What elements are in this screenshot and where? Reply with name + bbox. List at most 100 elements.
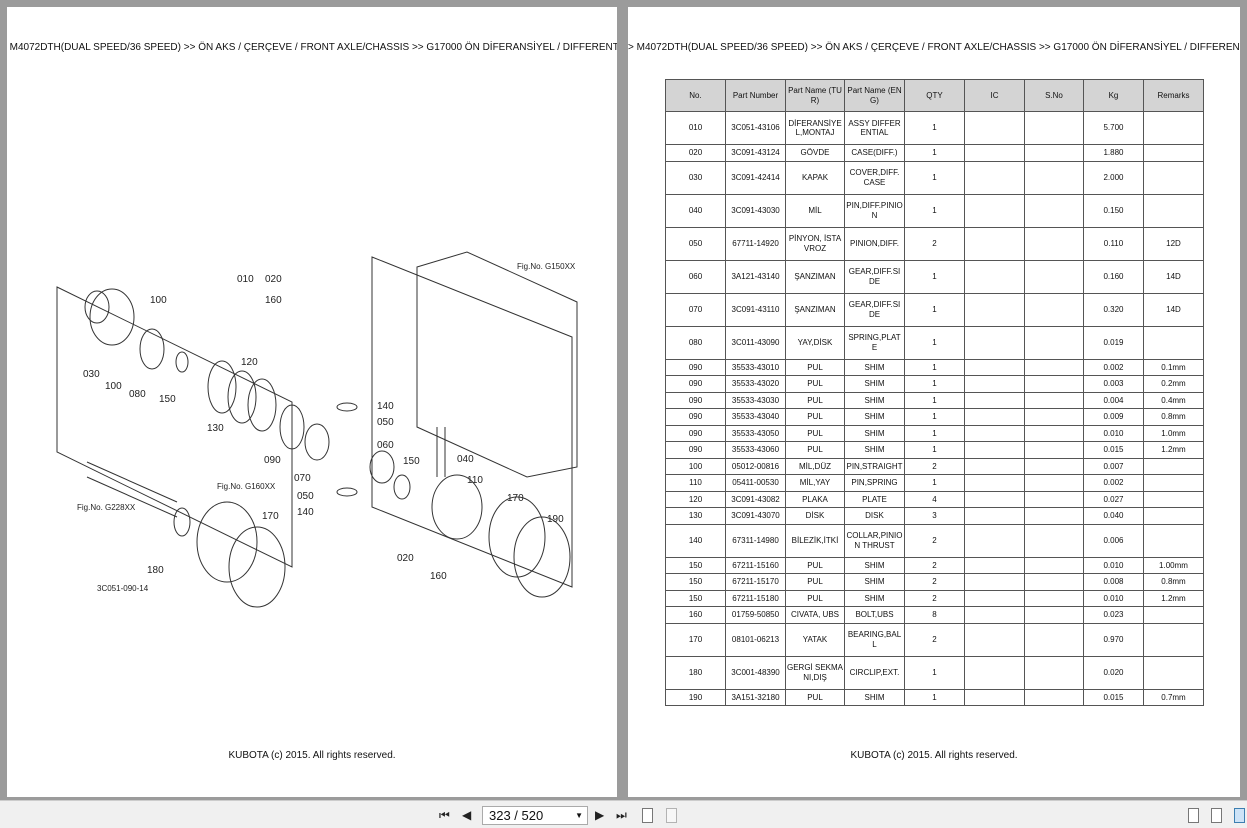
table-cell: CIVATA, UBS bbox=[785, 606, 845, 624]
table-cell bbox=[964, 193, 1025, 228]
table-cell bbox=[1024, 424, 1084, 442]
table-cell: 67311-14980 bbox=[725, 523, 786, 558]
table-cell: 1 bbox=[904, 193, 965, 228]
table-cell: 1 bbox=[904, 655, 965, 690]
table-cell bbox=[1024, 474, 1084, 492]
table-cell: PUL bbox=[785, 358, 845, 376]
first-page-button[interactable]: ⏮ bbox=[439, 808, 450, 822]
table-cell: 3C091-43082 bbox=[725, 490, 786, 508]
table-cell bbox=[1024, 259, 1084, 294]
table-cell: 01759-50850 bbox=[725, 606, 786, 624]
table-cell: ŞANZIMAN bbox=[785, 292, 845, 327]
table-cell: KAPAK bbox=[785, 160, 845, 195]
table-cell: 12D bbox=[1143, 226, 1204, 261]
table-cell bbox=[1024, 375, 1084, 393]
copy-page-icon[interactable] bbox=[666, 808, 677, 823]
table-cell: SHIM bbox=[844, 408, 905, 426]
table-cell: 0.7mm bbox=[1143, 688, 1204, 706]
svg-text:050: 050 bbox=[297, 491, 314, 502]
table-cell bbox=[964, 688, 1025, 706]
table-cell: 1 bbox=[904, 391, 965, 409]
table-cell bbox=[1024, 391, 1084, 409]
previous-page-button[interactable]: ◀ bbox=[462, 808, 472, 822]
diagram-callouts: 010 020 160 100 030 100 080 150 120 130 … bbox=[77, 262, 576, 593]
last-page-button[interactable]: ⏭ bbox=[616, 808, 627, 822]
table-cell bbox=[1024, 457, 1084, 475]
svg-text:170: 170 bbox=[262, 511, 279, 522]
table-cell: 3A151-32180 bbox=[725, 688, 786, 706]
table-cell: MİL,DÜZ bbox=[785, 457, 845, 475]
table-cell: PLATE bbox=[844, 490, 905, 508]
table-cell: 1.00mm bbox=[1143, 556, 1204, 574]
breadcrumb: > M4072DTH(DUAL SPEED/36 SPEED) >> ÖN AK… bbox=[7, 42, 617, 53]
table-cell: 0.003 bbox=[1083, 375, 1144, 393]
single-page-view-icon[interactable] bbox=[1188, 808, 1199, 823]
table-cell bbox=[964, 391, 1025, 409]
table-cell: 0.150 bbox=[1083, 193, 1144, 228]
table-cell: 1 bbox=[904, 424, 965, 442]
rotate-page-icon[interactable] bbox=[642, 808, 653, 823]
table-cell: 0.004 bbox=[1083, 391, 1144, 409]
table-cell bbox=[964, 606, 1025, 624]
table-cell: 090 bbox=[665, 424, 726, 442]
table-cell: 3C091-43070 bbox=[725, 507, 786, 525]
table-cell bbox=[964, 655, 1025, 690]
table-cell: DİSK bbox=[785, 507, 845, 525]
table-cell: 2 bbox=[904, 556, 965, 574]
table-cell: GÖVDE bbox=[785, 144, 845, 162]
table-cell bbox=[1024, 358, 1084, 376]
two-page-view-icon[interactable] bbox=[1234, 808, 1245, 823]
continuous-view-icon[interactable] bbox=[1211, 808, 1222, 823]
table-cell: PUL bbox=[785, 688, 845, 706]
table-cell: 3C091-43124 bbox=[725, 144, 786, 162]
table-cell: 120 bbox=[665, 490, 726, 508]
table-cell: 3C001-48390 bbox=[725, 655, 786, 690]
page-indicator: 323 / 520 bbox=[489, 808, 544, 823]
table-cell: DİFERANSİYEL,MONTAJ bbox=[785, 111, 845, 145]
table-cell bbox=[1024, 523, 1084, 558]
table-cell bbox=[1024, 193, 1084, 228]
column-header: Kg bbox=[1083, 79, 1144, 112]
table-cell: 0.008 bbox=[1083, 573, 1144, 591]
copyright-footer: KUBOTA (c) 2015. All rights reserved. bbox=[228, 750, 396, 761]
table-cell: 35533-43060 bbox=[725, 441, 786, 459]
table-cell bbox=[1143, 507, 1204, 525]
table-cell bbox=[964, 589, 1025, 607]
svg-text:170: 170 bbox=[507, 493, 524, 504]
next-page-button[interactable]: ▶ bbox=[595, 808, 605, 822]
page-number-select[interactable]: 323 / 520▼ bbox=[482, 806, 588, 825]
svg-text:120: 120 bbox=[241, 357, 258, 368]
table-cell: 0.009 bbox=[1083, 408, 1144, 426]
table-cell: SHIM bbox=[844, 391, 905, 409]
table-cell: 050 bbox=[665, 226, 726, 261]
table-cell: 3C091-42414 bbox=[725, 160, 786, 195]
exploded-parts-diagram: 010 020 160 100 030 100 080 150 120 130 … bbox=[56, 251, 578, 608]
table-cell: 0.006 bbox=[1083, 523, 1144, 558]
table-cell: 1.0mm bbox=[1143, 424, 1204, 442]
table-cell: 150 bbox=[665, 556, 726, 574]
table-cell: PUL bbox=[785, 589, 845, 607]
table-cell bbox=[964, 441, 1025, 459]
table-cell bbox=[1024, 160, 1084, 195]
svg-text:Fig.No. G228XX: Fig.No. G228XX bbox=[77, 503, 136, 512]
table-cell: 1 bbox=[904, 441, 965, 459]
column-header: Part Name (ENG) bbox=[844, 79, 905, 112]
table-cell: 0.320 bbox=[1083, 292, 1144, 327]
svg-text:130: 130 bbox=[207, 423, 224, 434]
table-cell: SHIM bbox=[844, 358, 905, 376]
table-cell bbox=[964, 424, 1025, 442]
table-cell: 3C091-43110 bbox=[725, 292, 786, 327]
table-cell bbox=[1143, 325, 1204, 360]
table-cell: 130 bbox=[665, 507, 726, 525]
table-cell: 3C091-43030 bbox=[725, 193, 786, 228]
table-cell bbox=[1143, 474, 1204, 492]
table-cell: 67211-15170 bbox=[725, 573, 786, 591]
table-cell: 0.110 bbox=[1083, 226, 1144, 261]
table-cell: 140 bbox=[665, 523, 726, 558]
